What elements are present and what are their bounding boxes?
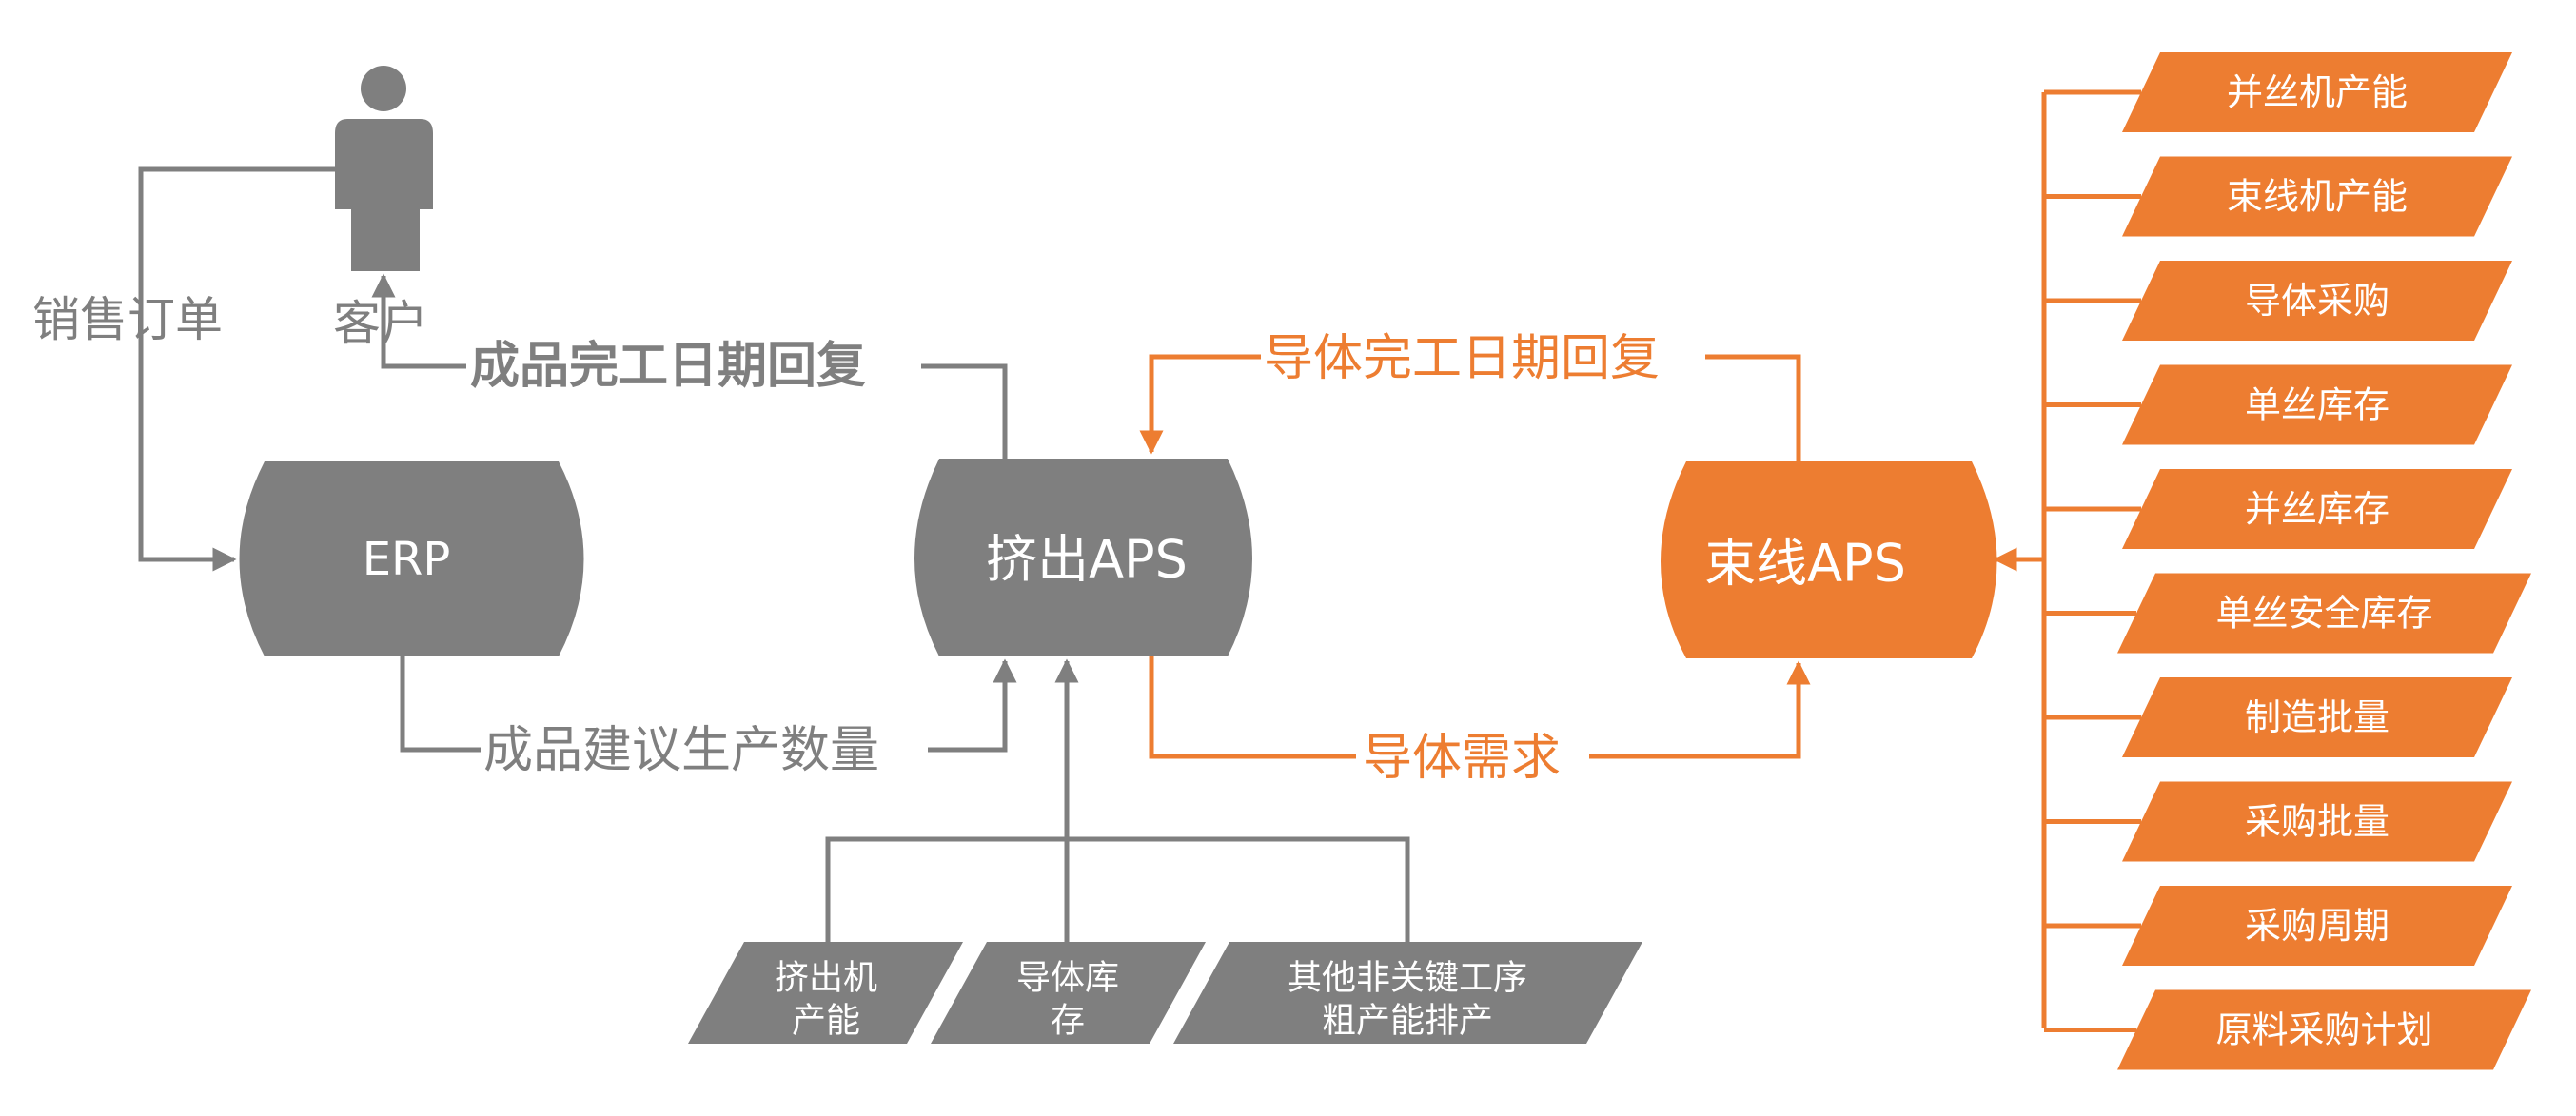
- bundling-aps-node: 束线APS: [1661, 461, 1997, 658]
- conductor-reply-connector-right: [1705, 354, 1801, 461]
- finished-suggested-qty-label: 成品建议生产数量: [483, 722, 879, 779]
- extrusion-input-line1: 导体库: [1016, 959, 1119, 998]
- bundling-input-item: 束线机产能: [2122, 156, 2512, 237]
- bundling-input-item: 并丝机产能: [2122, 52, 2512, 132]
- bundling-input-shape: [2117, 573, 2531, 654]
- extrusion-input-line2: 存: [1051, 1002, 1085, 1041]
- bundling-input-shape: [2122, 886, 2512, 966]
- bundling-input-label: 原料采购计划: [2215, 1009, 2432, 1051]
- extrusion-input-conductor-stock: 导体库 存: [931, 942, 1206, 1044]
- finished-completion-reply-label: 成品完工日期回复: [470, 338, 866, 395]
- bundling-input-label: 采购周期: [2245, 905, 2389, 947]
- bundling-input-label: 单丝库存: [2245, 384, 2389, 426]
- bundling-inputs-group: 并丝机产能束线机产能导体采购单丝库存并丝库存单丝安全库存制造批量采购批量采购周期…: [2117, 52, 2531, 1070]
- customer-person-icon: [335, 66, 433, 271]
- bundling-input-label: 并丝库存: [2245, 488, 2389, 530]
- extrusion-input-line2: 产能: [792, 1002, 860, 1041]
- bundling-inputs-ticks: [2044, 89, 2141, 1032]
- bundling-input-label: 束线机产能: [2227, 176, 2408, 218]
- bundling-input-item: 采购批量: [2122, 781, 2512, 862]
- bundling-input-label: 单丝安全库存: [2215, 593, 2432, 635]
- erp-node: ERP: [239, 461, 584, 656]
- bundling-input-item: 单丝安全库存: [2117, 573, 2531, 654]
- bundling-input-shape: [2122, 156, 2512, 237]
- extrusion-input-other-processes: 其他非关键工序 粗产能排产: [1173, 942, 1642, 1044]
- finished-completion-reply-connector-left: [371, 273, 466, 369]
- conductor-demand-connector-right: [1589, 660, 1811, 759]
- extrusion-input-line1: 挤出机: [775, 959, 877, 998]
- extrusion-input-line2: 粗产能排产: [1322, 1002, 1493, 1041]
- bundling-input-shape: [2122, 677, 2512, 757]
- conductor-demand-label: 导体需求: [1363, 730, 1561, 787]
- finished-completion-reply-connector: [921, 363, 1008, 459]
- conductor-demand-connector-left: [1149, 656, 1356, 759]
- sales-order-connector: [138, 166, 335, 572]
- bundling-input-shape: [2122, 364, 2512, 445]
- bundling-input-shape: [2122, 469, 2512, 549]
- extrusion-input-line1: 其他非关键工序: [1288, 959, 1527, 998]
- extrusion-input-extruder-capacity: 挤出机 产能: [688, 942, 963, 1044]
- customer-label: 客户: [333, 296, 428, 351]
- finished-qty-connector-right: [928, 658, 1017, 753]
- conductor-reply-connector-left: [1139, 354, 1261, 455]
- finished-qty-connector-left: [400, 656, 481, 753]
- extrusion-inputs-bus: [825, 836, 1410, 942]
- bundling-input-item: 制造批量: [2122, 677, 2512, 757]
- erp-node-label: ERP: [363, 533, 451, 586]
- bundling-input-item: 导体采购: [2122, 261, 2512, 341]
- conductor-completion-reply-label: 导体完工日期回复: [1264, 330, 1660, 387]
- extrusion-aps-node: 挤出APS: [914, 459, 1252, 656]
- sales-order-label: 销售订单: [32, 292, 223, 347]
- extrusion-aps-node-label: 挤出APS: [986, 530, 1188, 590]
- bundling-input-shape: [2122, 261, 2512, 341]
- bundling-input-item: 并丝库存: [2122, 469, 2512, 549]
- bundling-input-shape: [2122, 52, 2512, 132]
- bundling-input-label: 制造批量: [2245, 696, 2389, 738]
- bundling-input-label: 并丝机产能: [2227, 71, 2408, 113]
- bundling-input-item: 采购周期: [2122, 886, 2512, 966]
- bundling-input-item: 原料采购计划: [2117, 989, 2531, 1070]
- bundling-aps-node-label: 束线APS: [1704, 534, 1906, 594]
- bundling-input-shape: [2122, 781, 2512, 862]
- bundling-input-label: 导体采购: [2245, 280, 2389, 322]
- bundling-input-shape: [2117, 989, 2531, 1070]
- bundling-input-item: 单丝库存: [2122, 364, 2512, 445]
- bundling-input-label: 采购批量: [2245, 801, 2389, 843]
